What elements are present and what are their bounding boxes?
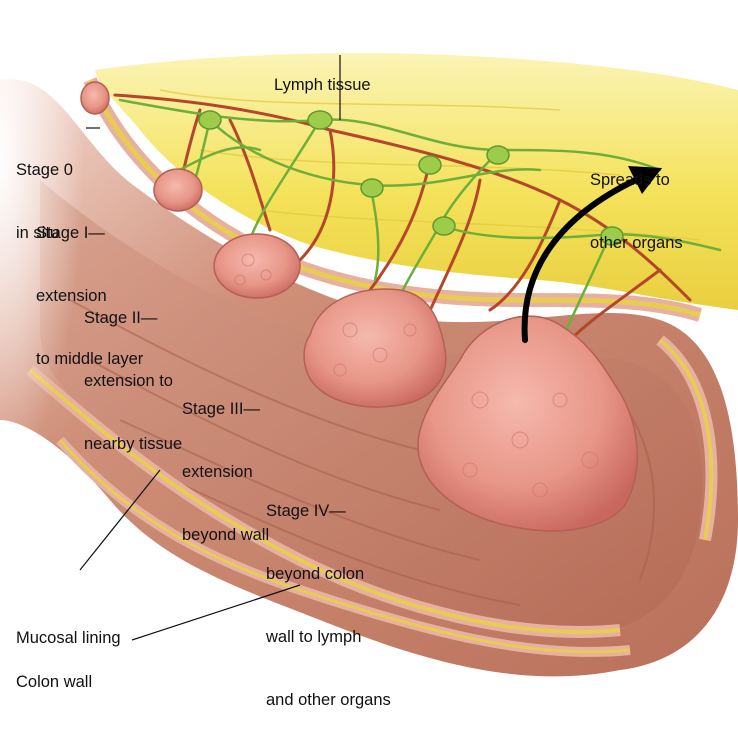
tumors [80, 81, 639, 532]
label-stage-2: Stage II— extension to nearby tissue [84, 309, 183, 453]
label-spreads: Spreads to other organs [590, 171, 683, 252]
label-stage-0: Stage 0 in situ [16, 161, 73, 242]
spread-arrow-head [628, 166, 662, 194]
lymph-nodes [198, 110, 624, 246]
label-stage-1: Stage I— extension to middle layer [36, 224, 144, 368]
tumor-stage-1 [153, 168, 203, 212]
tumor-stage-4 [417, 315, 639, 532]
spread-arrow [521, 175, 643, 343]
label-stage-3: Stage III— extension beyond wall [182, 400, 270, 544]
tumor-stage-3 [303, 288, 447, 408]
label-colon-wall: Colon wall [16, 673, 93, 691]
tumor-stage-0 [80, 81, 110, 115]
label-mucosal-lining: Mucosal lining [16, 629, 121, 647]
fat-tissue [95, 53, 738, 310]
label-lymph-tissue: Lymph tissue [274, 76, 371, 94]
label-stage-4: Stage IV— beyond colon wall to lymph and… [266, 502, 391, 709]
leader-mucosal [79, 469, 161, 571]
tumor-stage-2 [213, 233, 301, 299]
leader-colon-wall [131, 584, 301, 641]
